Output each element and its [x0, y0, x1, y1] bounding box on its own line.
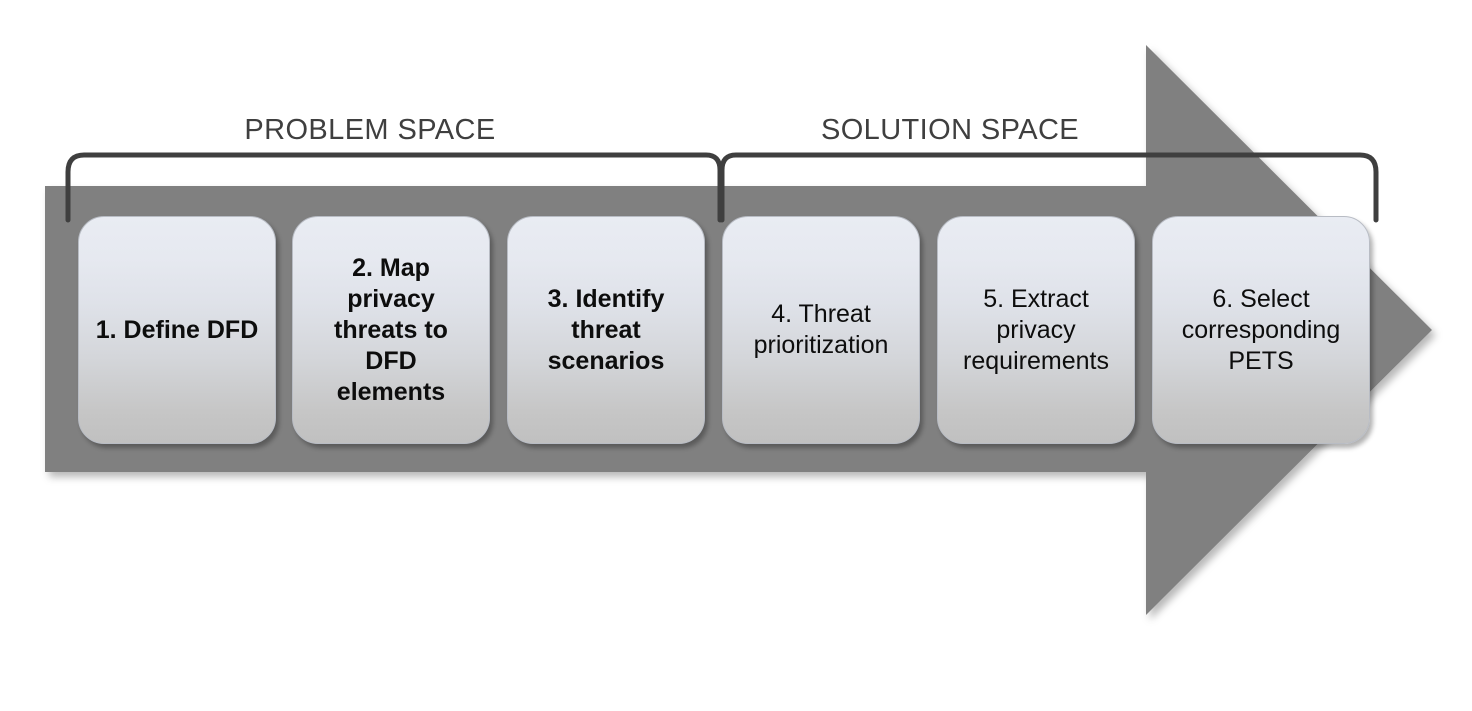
step-box-1-define-dfd[interactable]: 1. Define DFD: [78, 216, 276, 444]
step-label: 3. Identify threat scenarios: [547, 284, 665, 375]
step-label: 2. Map privacy threats to DFD elements: [334, 253, 448, 406]
phase-label-solution-space: SOLUTION SPACE: [820, 114, 1080, 146]
bracket-solution-space: [719, 152, 1379, 223]
step-box-2-map-privacy-threats[interactable]: 2. Map privacy threats to DFD elements: [292, 216, 490, 444]
step-box-6-select-corresponding-pets[interactable]: 6. Select corresponding PETS: [1152, 216, 1370, 444]
step-label: 5. Extract privacy requirements: [963, 284, 1109, 375]
step-label: 4. Threat prioritization: [753, 300, 889, 359]
step-label: 6. Select corresponding PETS: [1181, 284, 1341, 375]
step-box-5-extract-privacy-requirements[interactable]: 5. Extract privacy requirements: [937, 216, 1135, 444]
phase-label-problem-space: PROBLEM SPACE: [244, 114, 496, 146]
bracket-problem-space: [65, 152, 723, 223]
step-box-3-identify-threat-scenarios[interactable]: 3. Identify threat scenarios: [507, 216, 705, 444]
step-label: 1. Define DFD: [95, 315, 259, 344]
step-box-4-threat-prioritization[interactable]: 4. Threat prioritization: [722, 216, 920, 444]
